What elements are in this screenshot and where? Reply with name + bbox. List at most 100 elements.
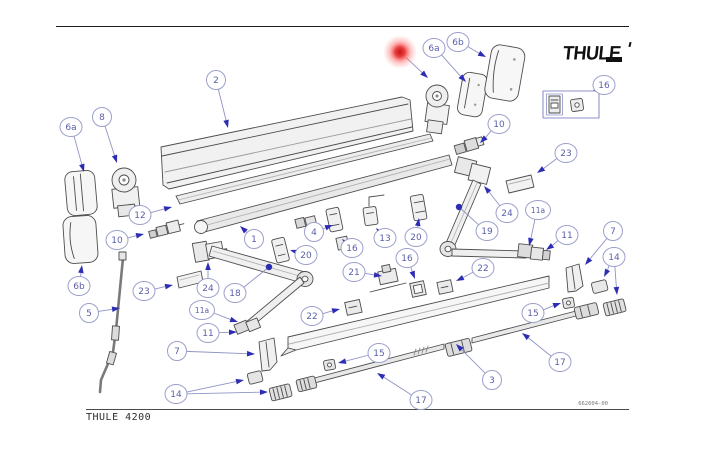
callout-20: 20 [404,218,428,247]
callout-23: 23 [537,143,578,173]
svg-text:6b: 6b [73,282,85,292]
callout-18: 18 [223,263,273,303]
frame-bottom-line [86,409,629,410]
svg-text:22: 22 [477,264,488,274]
document-number: 662604-00 [578,401,608,407]
callout-11: 11 [546,225,579,250]
part-nut-15-right [562,296,575,309]
svg-text:13: 13 [379,234,390,244]
part-case-profile [160,96,414,190]
svg-text:7: 7 [610,227,616,237]
frame-top-line [56,26,629,27]
callout-22: 22 [300,306,340,326]
svg-text:15: 15 [527,309,538,319]
callout-16: 16 [340,238,364,258]
svg-text:8: 8 [99,113,105,123]
callout-19: 19 [455,203,499,241]
part-16-kit-box [542,90,600,119]
thule-logo: THULE [562,41,637,69]
part-clip-22-right [436,279,454,295]
part-nut-15-left [323,358,336,371]
callout-17: 17 [522,333,572,372]
part-coupler-14-left [246,370,264,385]
part-cover-flap-23-right [505,174,535,194]
callout-20: 20 [290,245,318,265]
callout-16: 16 [592,75,616,95]
part-crank-handle-5 [98,251,127,394]
svg-text:4: 4 [311,228,317,238]
svg-text:20: 20 [410,233,422,243]
callout-10: 10 [105,230,144,250]
svg-text:15: 15 [373,349,384,359]
part-cap-14-right [602,298,627,317]
svg-text:23: 23 [138,287,149,297]
part-lead-rail [280,275,550,357]
svg-text:6a: 6a [428,44,439,54]
svg-text:19: 19 [481,227,493,237]
svg-text:11: 11 [202,329,213,339]
svg-text:16: 16 [346,244,358,254]
callout-21: 21 [342,262,382,282]
callout-6b: 6b [67,265,91,296]
part-strap-20-left [271,236,290,264]
svg-text:1: 1 [251,235,257,245]
svg-text:24: 24 [501,209,513,219]
callout-7: 7 [585,221,623,265]
part-end-cap-6b-right [484,44,526,102]
part-spring-arm-18 [208,245,314,335]
part-spring-arm-19 [439,156,551,261]
callout-23: 23 [132,281,173,301]
part-roller-tube [194,154,453,234]
callout-3: 3 [456,344,502,390]
callout-7: 7 [167,341,255,361]
svg-text:14: 14 [608,253,620,263]
svg-text:21: 21 [348,268,359,278]
part-strap-20-right [409,194,428,222]
callout-11: 11 [196,323,237,343]
svg-text:23: 23 [560,149,571,159]
svg-text:10: 10 [111,236,123,246]
callout-11a: 11a [525,200,551,246]
part-tension-rafter [295,302,600,393]
callout-16: 16 [395,248,419,279]
callout-6a: 6a [422,38,466,82]
svg-text:17: 17 [554,358,565,368]
callout-24: 24 [196,262,220,298]
svg-text:20: 20 [300,251,312,261]
callout-10: 10 [480,114,511,143]
part-connector-10-right [453,136,485,155]
callout-4: 4 [304,222,333,242]
part-clip-14-right [591,279,609,294]
callout-6a: 6a [59,117,85,172]
callout-13: 13 [373,228,397,248]
callout-14: 14 [164,378,268,404]
callout-24: 24 [484,186,519,223]
callout-11a: 11a [189,300,238,323]
callout-15: 15 [521,303,561,323]
svg-text:18: 18 [229,289,241,299]
thule-logo-bar [606,56,622,62]
part-gear-drive-8 [111,167,141,218]
callout-17: 17 [377,373,433,410]
callout-15: 15 [338,343,391,364]
part-connector-10-left [148,219,185,239]
part-end-cap-6b-left [62,215,99,264]
callout-1: 1 [240,226,264,249]
svg-text:17: 17 [415,396,426,406]
part-end-cap-6a-right [457,71,488,118]
svg-text:2: 2 [213,76,219,86]
part-hinge-21 [369,263,407,293]
part-clip-22-left [344,299,363,316]
svg-text:10: 10 [493,120,505,130]
part-awning-fabric [175,133,434,205]
callout-12: 12 [128,205,172,225]
part-end-cap-6a-left [64,169,98,217]
svg-text:3: 3 [489,376,495,386]
svg-text:14: 14 [170,390,182,400]
svg-text:11a: 11a [195,306,209,315]
sheet-title: THULE 4200 [86,412,152,423]
part-clip-16-mid [409,280,427,298]
